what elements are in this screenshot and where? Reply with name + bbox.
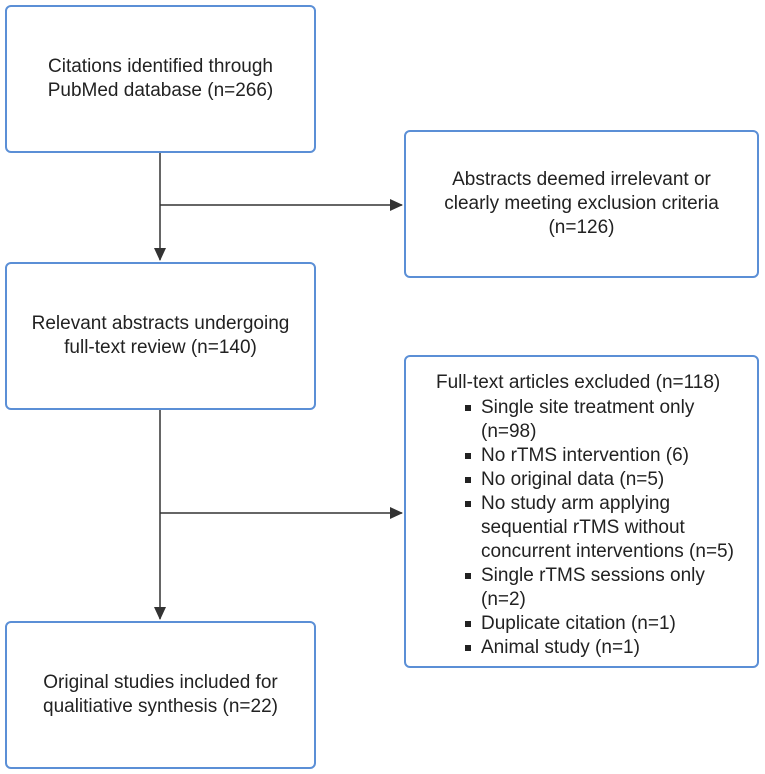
exclusion-reason-item: Single site treatment only (n=98) [465, 396, 757, 444]
exclusion-reason-item: Duplicate citation (n=1) [465, 612, 757, 636]
abstracts-excluded-line: (n=126) [548, 217, 615, 238]
exclusion-reason-line: concurrent interventions (n=5) [481, 541, 734, 562]
bullet-icon [465, 405, 471, 411]
exclusion-reason-item: No original data (n=5) [465, 468, 757, 492]
abstracts-excluded-line: clearly meeting exclusion criteria [444, 193, 719, 214]
bullet-icon [465, 501, 471, 507]
studies-included-box: Original studies included for qualitiati… [5, 621, 316, 769]
exclusion-reason-line: No rTMS intervention (6) [481, 445, 690, 466]
bullet-icon [465, 573, 471, 579]
exclusion-reason-item: No study arm applying sequential rTMS wi… [465, 492, 757, 564]
citations-identified-box: Citations identified through PubMed data… [5, 5, 316, 153]
studies-included-line: Original studies included for [43, 672, 278, 693]
relevant-abstracts-line: full-text review (n=140) [64, 337, 257, 358]
bullet-icon [465, 621, 471, 627]
abstracts-excluded-line: Abstracts deemed irrelevant or [452, 169, 711, 190]
exclusion-reason-line: Duplicate citation (n=1) [481, 613, 676, 634]
exclusion-reason-line: sequential rTMS without [481, 517, 685, 538]
citations-line: Citations identified through [48, 56, 273, 77]
exclusion-reason-line: No original data (n=5) [481, 469, 665, 490]
bullet-icon [465, 477, 471, 483]
exclusion-reason-line: Single rTMS sessions only [481, 565, 705, 586]
exclusion-reason-item: No rTMS intervention (6) [465, 444, 757, 468]
bullet-icon [465, 453, 471, 459]
exclusion-reason-line: (n=2) [481, 589, 526, 610]
exclusion-reason-item: Animal study (n=1) [465, 636, 757, 660]
citations-line: PubMed database (n=266) [47, 80, 274, 101]
relevant-abstracts-line: Relevant abstracts undergoing [31, 313, 290, 334]
studies-included-line: qualitiative synthesis (n=22) [43, 696, 278, 717]
bullet-icon [465, 645, 471, 651]
abstracts-excluded-box: Abstracts deemed irrelevant or clearly m… [404, 130, 759, 278]
fulltext-excluded-title: Full-text articles excluded (n=118) [436, 372, 721, 393]
exclusion-reason-line: (n=98) [481, 421, 537, 442]
fulltext-excluded-box: Full-text articles excluded (n=118) Sing… [404, 355, 759, 668]
exclusion-reasons-list: Single site treatment only (n=98) No rTM… [436, 396, 757, 660]
relevant-abstracts-box: Relevant abstracts undergoing full-text … [5, 262, 316, 410]
exclusion-reason-line: Animal study (n=1) [481, 637, 640, 658]
exclusion-reason-item: Single rTMS sessions only (n=2) [465, 564, 757, 612]
exclusion-reason-line: Single site treatment only [481, 397, 695, 418]
exclusion-reason-line: No study arm applying [481, 493, 671, 514]
